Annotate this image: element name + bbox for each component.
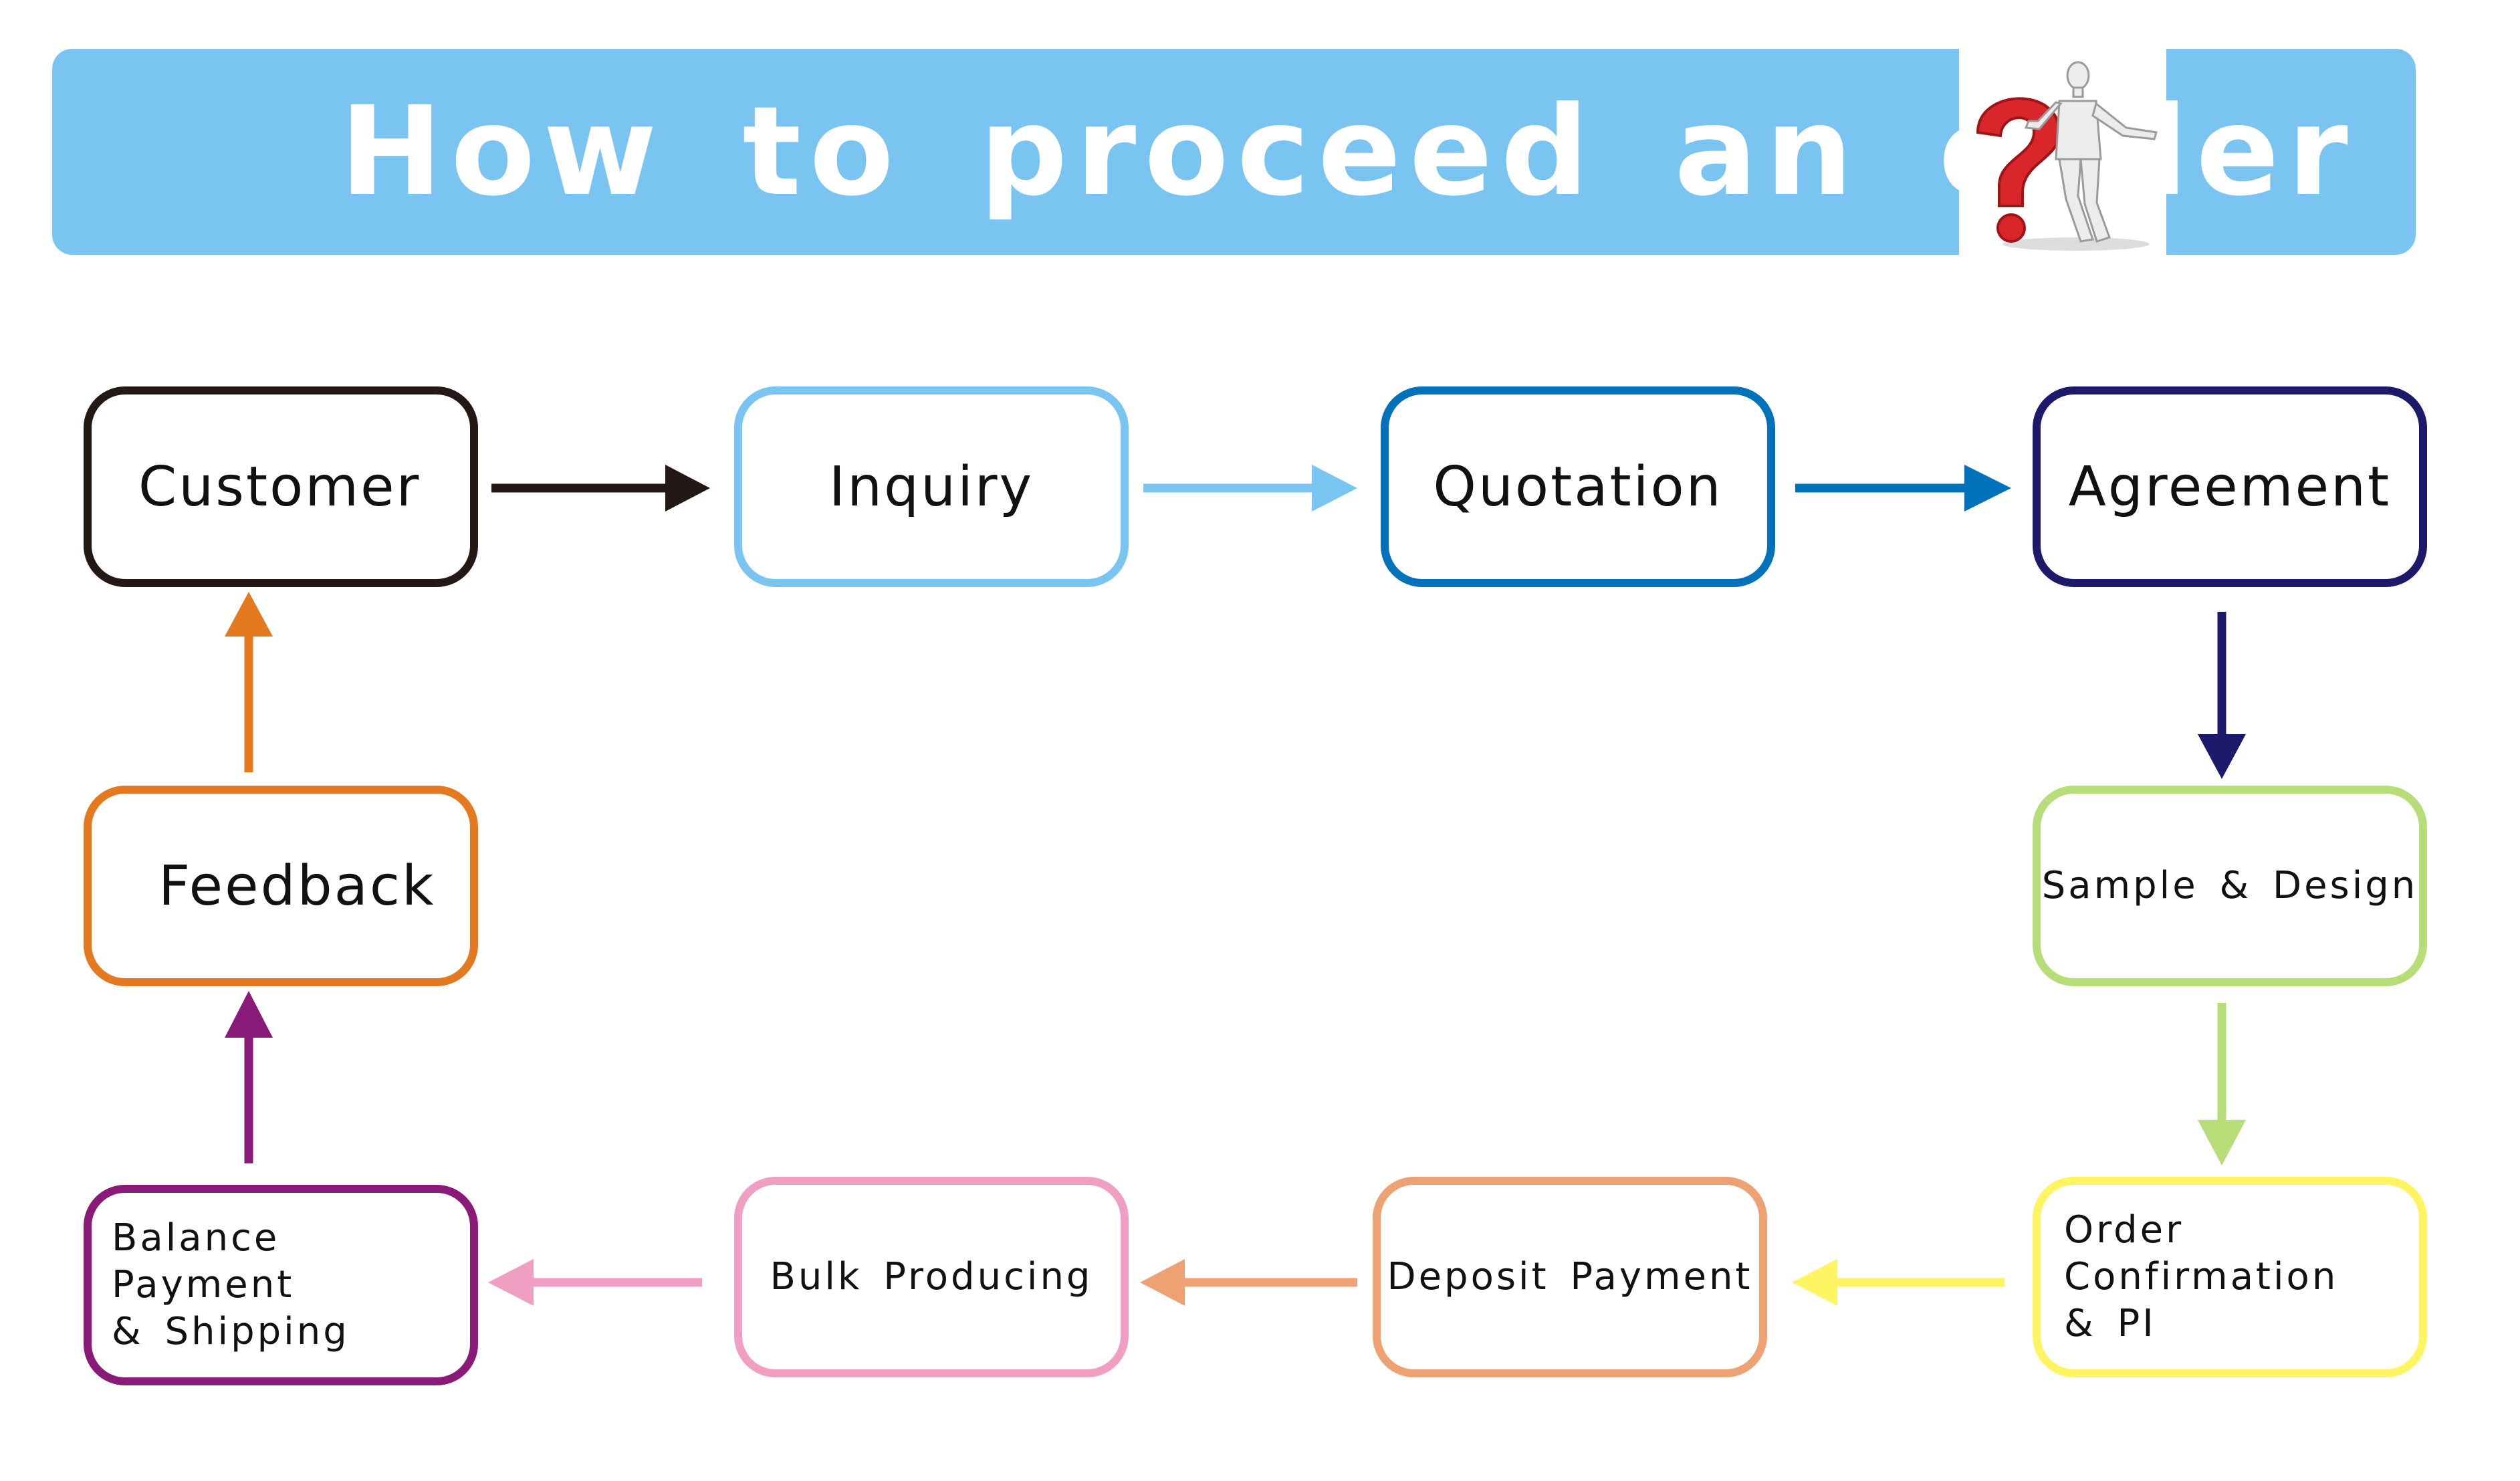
step-feedback: Feedback xyxy=(84,786,478,986)
step-label: Customer xyxy=(138,455,421,519)
arrow-inquiry-to-quotation xyxy=(1143,465,1357,511)
arrow-feedback-to-customer xyxy=(225,592,273,772)
arrow-customer-to-inquiry xyxy=(491,465,710,511)
step-label: Bulk Producing xyxy=(770,1255,1093,1298)
question-mark-figure-svg xyxy=(1976,61,2158,251)
step-label: Agreement xyxy=(2068,455,2392,519)
arrow-order-confirmation-to-deposit xyxy=(1792,1259,2004,1306)
step-order-confirmation-pi: Order Confirmation & PI xyxy=(2033,1177,2427,1377)
arrow-sample-to-order-confirmation xyxy=(2198,1003,2246,1165)
step-label: Quotation xyxy=(1433,455,1723,519)
step-sample-design: Sample & Design xyxy=(2033,786,2427,986)
step-label: Inquiry xyxy=(828,455,1034,519)
arrow-balance-to-feedback xyxy=(225,991,273,1163)
step-deposit-payment: Deposit Payment xyxy=(1373,1177,1767,1377)
step-bulk-producing: Bulk Producing xyxy=(734,1177,1129,1377)
arrow-deposit-to-bulk xyxy=(1140,1259,1357,1306)
step-agreement: Agreement xyxy=(2033,386,2427,587)
step-balance-payment-shipping: Balance Payment & Shipping xyxy=(84,1185,478,1385)
step-label: Feedback xyxy=(158,854,436,918)
question-mark-mannequin-icon xyxy=(1959,49,2166,255)
step-quotation: Quotation xyxy=(1381,386,1775,587)
step-inquiry: Inquiry xyxy=(734,386,1129,587)
step-label: Order Confirmation & PI xyxy=(2064,1208,2339,1345)
step-label: Sample & Design xyxy=(2041,864,2418,907)
step-label: Deposit Payment xyxy=(1387,1255,1753,1298)
arrow-bulk-to-balance xyxy=(488,1259,702,1306)
arrow-quotation-to-agreement xyxy=(1795,465,2011,511)
step-label: Balance Payment & Shipping xyxy=(112,1216,350,1353)
arrow-agreement-to-sample xyxy=(2198,612,2246,779)
step-customer: Customer xyxy=(84,386,478,587)
